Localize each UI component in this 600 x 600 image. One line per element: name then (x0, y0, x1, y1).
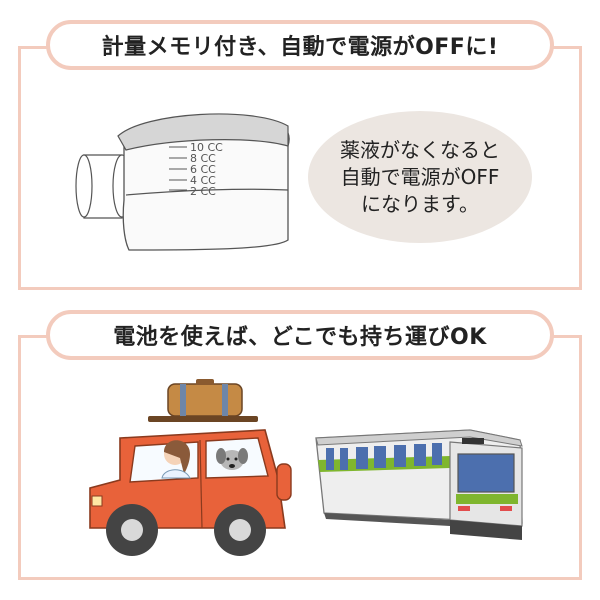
feature-title-portable: 電池を使えば、どこでも持ち運びOK (46, 310, 554, 360)
scale-mark: 4 CC (190, 174, 216, 187)
train-illustration (315, 429, 523, 540)
scale-mark: 8 CC (190, 152, 216, 165)
scale-mark: 10 CC (190, 141, 223, 154)
volume-scale: 10 CC 8 CC 6 CC 4 CC 2 CC (190, 142, 223, 197)
feature-title-auto-off: 計量メモリ付き、自動で電源がOFFに! (46, 20, 554, 70)
auto-off-note-bubble: 薬液がなくなると 自動で電源がOFF になります。 (308, 111, 532, 243)
scale-mark: 6 CC (190, 163, 216, 176)
bubble-line: 薬液がなくなると (340, 137, 500, 162)
bubble-line: 自動で電源がOFF (340, 164, 500, 189)
bubble-line: になります。 (361, 191, 479, 216)
car-with-luggage-illustration (89, 379, 292, 556)
scale-mark: 2 CC (190, 185, 216, 198)
measuring-cup-illustration (75, 113, 290, 251)
